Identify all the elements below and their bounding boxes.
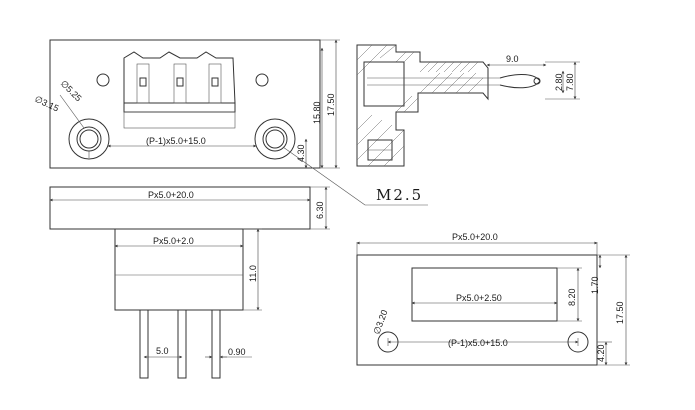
front-view: Px5.0+20.0 6.30 Px5.0+2.0 11.0 5.0 0.90 [49,186,330,379]
top-height-outer-dimension: 17.50 [326,93,336,116]
mounting-hole-right [254,118,296,160]
pin-1 [139,309,149,379]
cutout-view: Px5.0+20.0 Px5.0+2.50 8.20 (P-1)x5.0+15.… [356,232,630,366]
front-body-height-dimension: 11.0 [248,265,258,282]
top-width-dimension: (P-1)x5.0+15.0 [146,136,206,146]
pin-2 [177,309,187,379]
pin-3 [211,309,221,379]
cutout-window [411,267,558,322]
front-flange-height-dimension: 6.30 [315,201,325,219]
cutout-panel [356,254,598,366]
top-view-outline [49,39,321,169]
top-view: (P-1)x5.0+15.0 15.80 17.50 4.30 ∅5.25 ∅3… [33,39,340,169]
section-hatch [356,44,484,167]
cutout-window-width-dimension: Px5.0+2.50 [456,293,502,303]
pin-channel [363,61,405,107]
pin-pitch-dimension: 5.0 [156,346,169,356]
side-large-dimension: 7.80 [565,73,575,91]
top-height-inner-dimension: 15.80 [312,101,322,124]
boss-right [255,73,269,87]
terminal-housing [123,51,236,129]
cutout-total-width-dimension: Px5.0+20.0 [452,232,498,242]
boss-left [96,73,110,87]
hole-inner-diameter: ∅3.15 [33,94,60,114]
front-total-width-dimension: Px5.0+20.0 [148,190,194,200]
cutout-top-offset-dimension: 1.70 [590,276,600,294]
cutout-window-height-dimension: 8.20 [567,288,577,306]
side-length-dimension: 9.0 [506,54,519,64]
pin-width-dimension: 0.90 [228,347,246,357]
cutout-hole-spacing-dimension: (P-1)x5.0+15.0 [448,338,508,348]
hole-outer-diameter: ∅5.25 [59,78,84,103]
screw-callout: M2.5 [282,146,428,206]
cutout-total-height-dimension: 17.50 [615,301,625,324]
side-view: 9.0 2.80 7.80 [356,44,580,167]
hole-offset-dimension: 4.30 [296,144,306,162]
side-small-dimension: 2.80 [554,73,564,91]
front-body-width-dimension: Px5.0+2.0 [153,236,194,246]
cutout-bottom-offset-dimension: 4.20 [596,344,606,362]
screw-callout-label: M2.5 [376,186,423,204]
mounting-hole-left [68,118,110,160]
